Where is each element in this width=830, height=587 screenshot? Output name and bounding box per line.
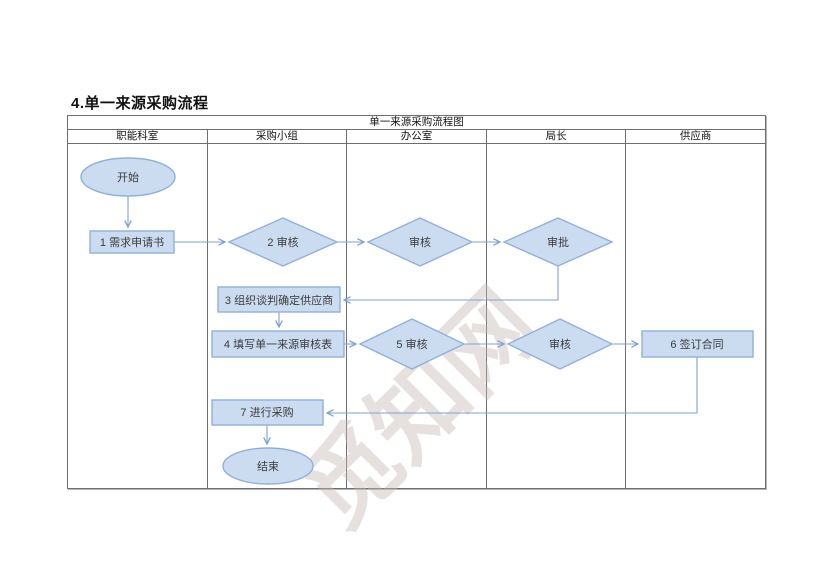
director-review-label: 审核	[549, 337, 571, 351]
step3-rect	[217, 286, 341, 313]
director-approve-label: 审批	[547, 235, 569, 249]
table-header-row: 职能科室 采购小组 办公室 局长 供应商	[68, 130, 765, 144]
office-review-label: 审核	[409, 235, 431, 249]
step2-decision-node: 2 审核	[227, 217, 339, 267]
step3-label: 3 组织谈判确定供应商	[225, 293, 333, 307]
step6-rect	[641, 330, 754, 358]
office-review-diamond	[366, 217, 474, 267]
step5-label: 5 审核	[396, 337, 427, 351]
step6-label: 6 签订合同	[670, 337, 723, 351]
step1-node: 1 需求申请书	[89, 230, 175, 254]
director-review-decision-node: 审核	[506, 318, 614, 370]
step1-rect	[89, 230, 175, 254]
connector-approve-to-step3	[344, 266, 559, 300]
end-node: 结束	[222, 447, 314, 485]
director-approve-decision-node: 审批	[502, 217, 614, 267]
director-approve-diamond	[502, 217, 614, 267]
page-title: 4.单一来源采购流程	[71, 95, 209, 112]
table-title: 单一来源采购流程图	[68, 116, 765, 130]
step2-label: 2 审核	[267, 235, 298, 249]
step4-rect	[211, 330, 345, 358]
start-node: 开始	[80, 157, 176, 197]
lane-functional-dept	[68, 144, 208, 488]
step3-node: 3 组织谈判确定供应商	[217, 286, 341, 313]
office-review-decision-node: 审核	[366, 217, 474, 267]
lane-bureau-chief	[487, 144, 627, 488]
step6-node: 6 签订合同	[641, 330, 754, 358]
start-label: 开始	[117, 170, 139, 184]
lane-header-functional-dept: 职能科室	[68, 130, 208, 143]
step4-label: 4 填写单一来源审核表	[224, 337, 332, 351]
end-oval	[222, 447, 314, 485]
start-oval	[80, 157, 176, 197]
table-body	[68, 144, 765, 488]
step4-node: 4 填写单一来源审核表	[211, 330, 345, 358]
step5-decision-node: 5 审核	[358, 318, 466, 370]
director-review-diamond	[506, 318, 614, 370]
lane-office	[347, 144, 487, 488]
lane-header-office: 办公室	[347, 130, 487, 143]
connector-step6-to-step7	[327, 357, 698, 413]
lane-header-procurement-team: 采购小组	[208, 130, 348, 143]
swimlane-table: 单一来源采购流程图 职能科室 采购小组 办公室 局长 供应商	[67, 115, 766, 489]
step5-diamond	[358, 318, 466, 370]
lane-procurement-team	[208, 144, 348, 488]
lane-header-supplier: 供应商	[679, 130, 712, 142]
step7-label: 7 进行采购	[240, 405, 293, 419]
lane-header-bureau-chief: 局长	[487, 130, 627, 143]
step7-node: 7 进行采购	[211, 399, 324, 426]
step7-rect	[211, 399, 324, 426]
step1-label: 1 需求申请书	[100, 236, 164, 249]
end-label: 结束	[257, 460, 279, 473]
step2-diamond	[227, 217, 339, 267]
